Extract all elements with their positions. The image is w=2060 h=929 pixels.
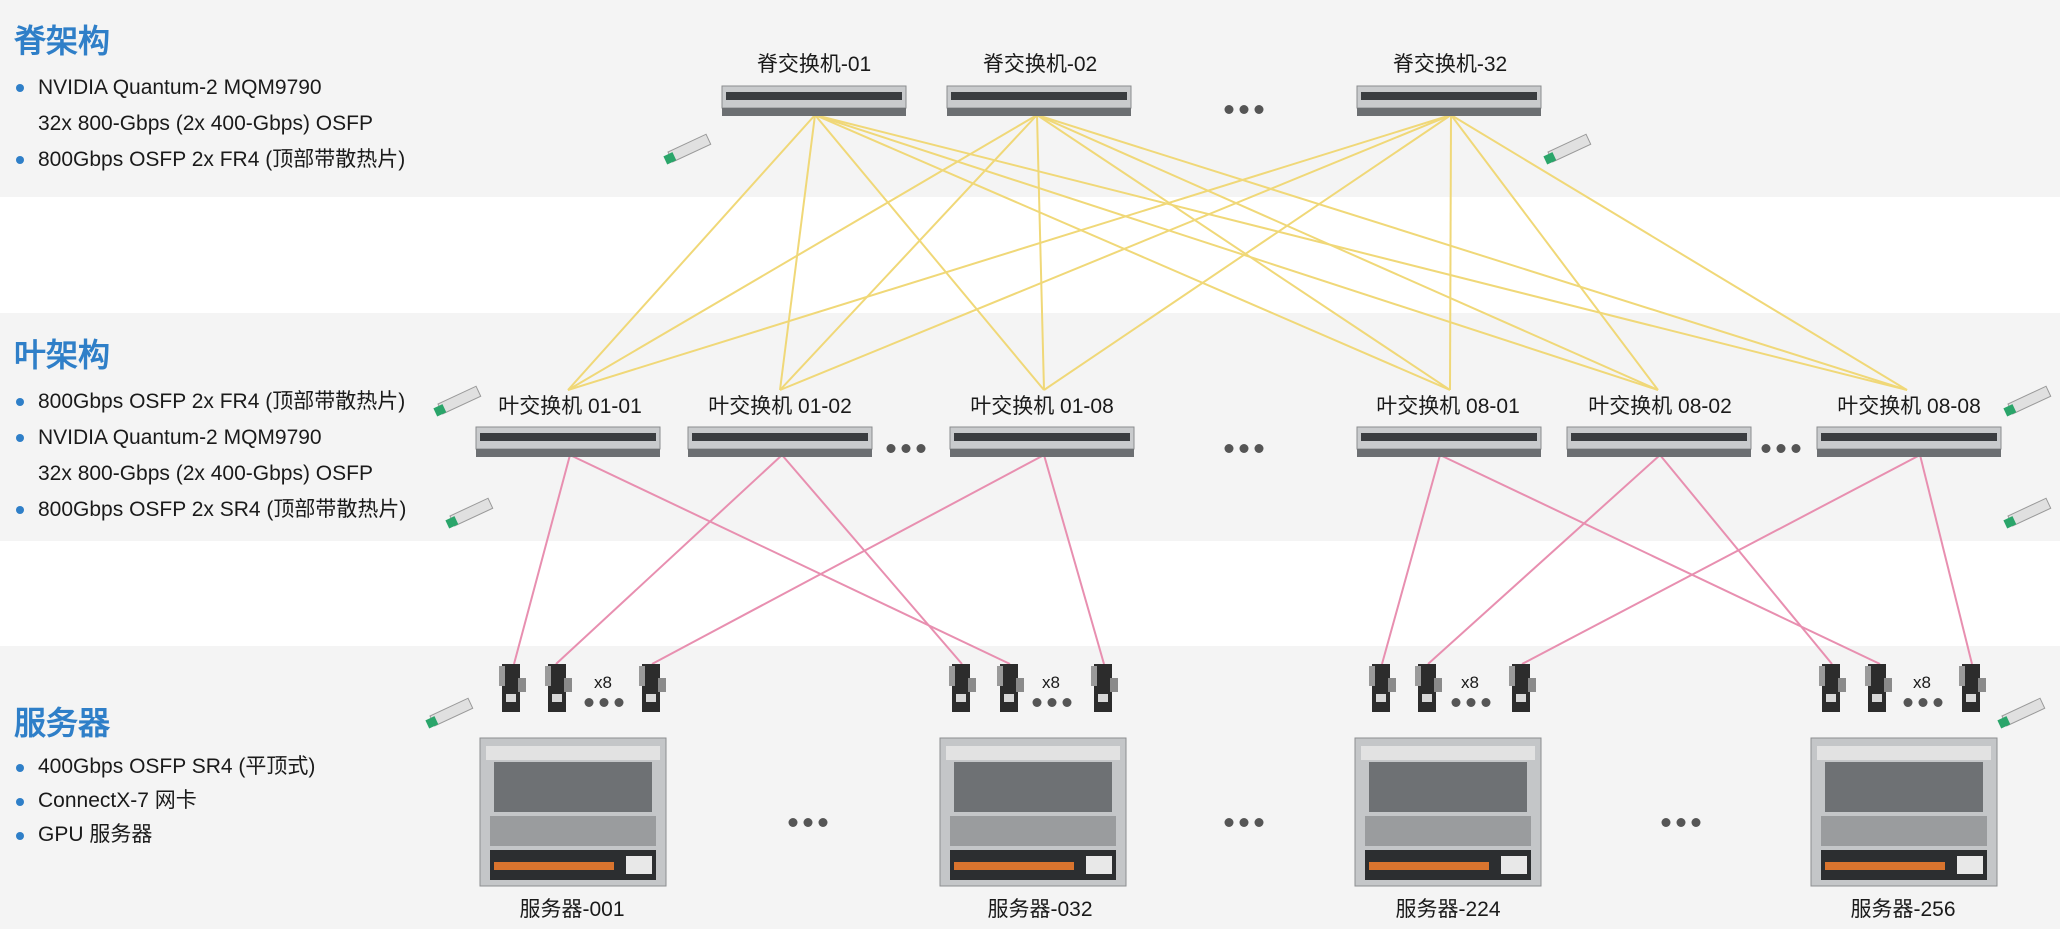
gpu-server-001	[479, 737, 667, 887]
leaf-switch-01-01	[475, 426, 661, 458]
server-label: 服务器-032	[987, 898, 1093, 921]
ellipsis-icon	[1032, 698, 1072, 707]
sr4-transceiver-icon	[2002, 497, 2052, 530]
gpu-server-032	[939, 737, 1127, 887]
server-spec-list: 400Gbps OSFP SR4 (平顶式) ConnectX-7 网卡 GPU…	[14, 750, 315, 852]
leaf-switch-label: 叶交换机 01-08	[970, 395, 1114, 418]
fr4-transceiver-icon	[2002, 385, 2052, 418]
list-item: ConnectX-7 网卡	[14, 784, 315, 818]
spine-switch-02	[946, 85, 1132, 117]
ellipsis-icon	[1224, 818, 1264, 827]
nic-multiplier-label: x8	[1461, 673, 1479, 692]
fr4-transceiver-icon	[432, 385, 482, 418]
leaf-switch-label: 叶交换机 08-08	[1837, 395, 1981, 418]
nic-multiplier-label: x8	[1913, 673, 1931, 692]
gpu-server-224	[1354, 737, 1542, 887]
list-item: 400Gbps OSFP SR4 (平顶式)	[14, 750, 315, 784]
leaf-switch-label: 叶交换机 01-02	[708, 395, 852, 418]
spine-switch-32	[1356, 85, 1542, 117]
leaf-switch-label: 叶交换机 08-02	[1588, 395, 1732, 418]
leaf-spec-list: 800Gbps OSFP 2x FR4 (顶部带散热片) NVIDIA Quan…	[14, 384, 406, 528]
ellipsis-icon	[1451, 698, 1491, 707]
server-section-title: 服务器	[14, 705, 111, 741]
fr4-transceiver-icon	[662, 133, 712, 166]
ellipsis-icon	[1224, 105, 1264, 114]
list-item: NVIDIA Quantum-2 MQM9790	[14, 420, 406, 456]
ellipsis-icon	[1761, 444, 1801, 453]
gpu-server-256	[1810, 737, 1998, 887]
spine-switch-label: 脊交换机-02	[982, 53, 1098, 76]
leaf-switch-01-08	[949, 426, 1135, 458]
spine-switch-label: 脊交换机-32	[1392, 53, 1508, 76]
list-item: 32x 800-Gbps (2x 400-Gbps) OSFP	[38, 462, 373, 485]
ellipsis-icon	[788, 818, 828, 827]
sr4-transceiver-icon	[444, 497, 494, 530]
ellipsis-icon	[886, 444, 926, 453]
list-item: NVIDIA Quantum-2 MQM9790	[14, 70, 405, 106]
leaf-section-title: 叶架构	[14, 337, 111, 373]
server-label: 服务器-001	[519, 898, 625, 921]
server-label: 服务器-224	[1395, 898, 1501, 921]
nic-multiplier-label: x8	[1042, 673, 1060, 692]
ellipsis-icon	[584, 698, 624, 707]
ellipsis-icon	[1224, 444, 1264, 453]
spine-leaf-links	[567, 114, 1908, 391]
spine-switch-label: 脊交换机-01	[756, 53, 872, 76]
list-item: 800Gbps OSFP 2x FR4 (顶部带散热片)	[14, 142, 405, 178]
nic-multiplier-label: x8	[594, 673, 612, 692]
fr4-transceiver-icon	[1542, 133, 1592, 166]
leaf-server-links	[513, 454, 1973, 665]
leaf-switch-08-01	[1356, 426, 1542, 458]
leaf-switch-01-02	[687, 426, 873, 458]
server-label: 服务器-256	[1850, 898, 1956, 921]
leaf-switch-08-08	[1816, 426, 2002, 458]
osfp-transceiver-icon	[424, 697, 474, 730]
list-item: GPU 服务器	[14, 818, 315, 852]
spine-spec-list: NVIDIA Quantum-2 MQM9790 32x 800-Gbps (2…	[14, 70, 405, 178]
ellipsis-icon	[1903, 698, 1943, 707]
osfp-transceiver-icon	[1996, 697, 2046, 730]
list-item: 800Gbps OSFP 2x FR4 (顶部带散热片)	[14, 384, 406, 420]
list-item: 32x 800-Gbps (2x 400-Gbps) OSFP	[38, 112, 373, 135]
spine-section-title: 脊架构	[14, 23, 111, 59]
spine-switch-01	[721, 85, 907, 117]
leaf-switch-08-02	[1566, 426, 1752, 458]
leaf-switch-label: 叶交换机 08-01	[1376, 395, 1520, 418]
list-item: 800Gbps OSFP 2x SR4 (顶部带散热片)	[14, 492, 406, 528]
ellipsis-icon	[1661, 818, 1701, 827]
leaf-switch-label: 叶交换机 01-01	[498, 395, 642, 418]
